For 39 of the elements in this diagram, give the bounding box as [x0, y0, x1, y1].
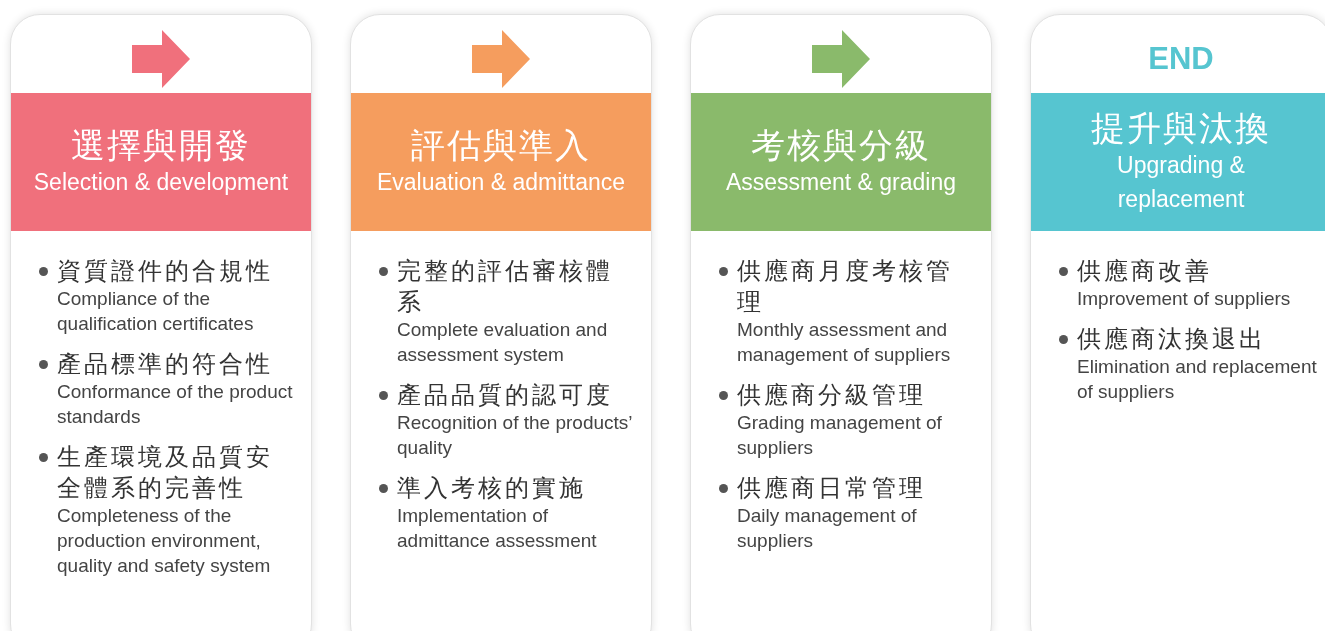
item-description: Completeness of the production environment, quality and safety system	[57, 504, 272, 578]
item-title: 生產環境及品質安全體系的完善性	[57, 442, 274, 503]
heading-text: 評估與準入	[411, 125, 591, 165]
item-description: Compliance of the qualification certificates	[57, 287, 255, 336]
item-title: 供應商日常管理	[737, 473, 927, 503]
item-title: 供應商月度考核管理	[737, 256, 954, 317]
heading-text: 考核與分級	[751, 125, 931, 165]
item-description: Recognition of the products’ quality	[397, 411, 633, 460]
item-description: Grading management of suppliers	[737, 411, 943, 460]
item-title: 準入考核的實施	[397, 473, 587, 503]
heading-band	[691, 93, 991, 231]
item-description: Daily management of suppliers	[737, 504, 918, 553]
item-description: Complete evaluation and assessment system	[397, 318, 609, 367]
heading-text: 選擇與開發	[71, 125, 251, 165]
item-title: 供應商改善	[1077, 256, 1213, 286]
card-panel	[10, 14, 312, 631]
item-description: Monthly assessment and management of suppliers	[737, 318, 952, 367]
item-title: 產品標準的符合性	[57, 349, 274, 379]
item-title: 供應商汰換退出	[1077, 324, 1267, 354]
subheading-text: Evaluation & admittance	[375, 168, 626, 197]
end-label: END	[1148, 41, 1214, 77]
heading-band	[1031, 93, 1325, 231]
item-title: 產品品質的認可度	[397, 380, 614, 410]
card-panel	[690, 14, 992, 631]
subheading-text: Assessment & grading	[724, 168, 958, 197]
item-description: Implementation of admittance assessment	[397, 504, 598, 553]
item-title: 完整的評估審核體系	[397, 256, 614, 317]
card-panel	[350, 14, 652, 631]
item-title: 資質證件的合規性	[57, 256, 274, 286]
heading-band	[351, 93, 651, 231]
card-panel	[1030, 14, 1325, 631]
heading-text: 提升與汰換	[1091, 108, 1271, 148]
item-description: Conformance of the product standards	[57, 380, 294, 429]
item-description: Elimination and replacement of suppliers	[1077, 355, 1317, 404]
heading-band	[11, 93, 311, 231]
subheading-text: Selection & development	[32, 168, 290, 197]
subheading-text: Upgrading & replacement	[1116, 151, 1246, 214]
item-title: 供應商分級管理	[737, 380, 927, 410]
item-description: Improvement of suppliers	[1077, 287, 1292, 311]
